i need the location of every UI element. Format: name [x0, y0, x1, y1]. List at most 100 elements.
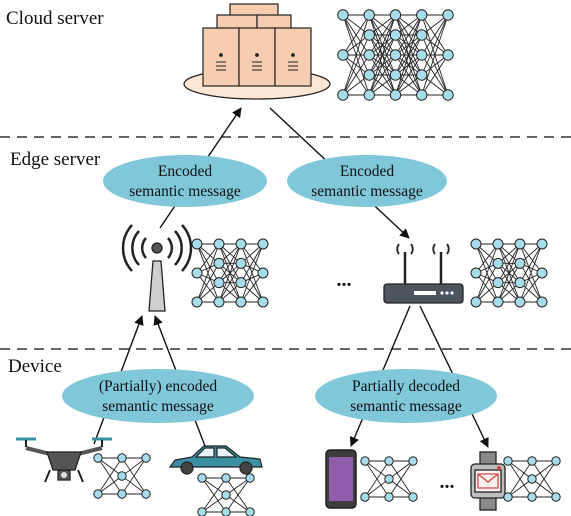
device-ellipsis: ...	[440, 471, 455, 493]
nn-edge	[218, 243, 242, 303]
nn-node	[363, 69, 375, 81]
nn-node	[416, 69, 428, 81]
nn-edge	[519, 243, 543, 283]
cloud-server-icon	[183, 3, 331, 100]
nn-node	[416, 9, 428, 21]
nn-node	[551, 456, 561, 466]
edge-ellipsis: ...	[337, 269, 352, 291]
nn-node	[363, 29, 375, 41]
bubble-device-up-line1: (Partially) encoded	[99, 378, 218, 395]
nn-edge	[342, 54, 370, 96]
nn-node	[235, 257, 247, 269]
bubble-edge-down-line1: Encoded	[340, 163, 394, 180]
nn-edge	[201, 477, 227, 513]
nn-edge	[342, 34, 370, 96]
car-neural-network-icon	[197, 473, 255, 516]
nn-node	[470, 296, 482, 308]
nn-edge	[121, 457, 147, 477]
nn-node	[117, 471, 127, 481]
nn-edge	[201, 494, 227, 513]
bubble-edge-down: Encoded semantic message	[287, 155, 447, 207]
nn-node	[93, 453, 103, 463]
nn-edge	[395, 54, 423, 96]
nn-node	[363, 49, 375, 61]
nn-edge	[368, 14, 396, 56]
nn-node	[235, 296, 247, 308]
nn-edge	[97, 475, 123, 495]
nn-node	[213, 277, 225, 289]
nn-node	[384, 492, 394, 502]
router-icon	[383, 243, 464, 304]
nn-edge	[519, 243, 543, 303]
nn-edge	[196, 263, 220, 303]
nn-edge	[475, 272, 499, 303]
nn-node	[197, 473, 207, 483]
nn-edge	[388, 478, 414, 498]
nn-node	[503, 492, 513, 502]
phone-neural-network-icon	[360, 456, 418, 502]
nn-edge	[368, 14, 396, 76]
nn-node	[536, 238, 548, 250]
tier-label-edge: Edge server	[10, 149, 101, 170]
nn-edge	[97, 457, 123, 477]
nn-node	[389, 89, 402, 101]
nn-node	[527, 474, 537, 484]
nn-edge	[497, 263, 521, 303]
nn-edge	[475, 243, 499, 283]
nn-node	[141, 453, 151, 463]
nn-node	[363, 89, 375, 101]
nn-edge	[497, 243, 521, 303]
nn-edge	[388, 460, 414, 480]
nn-node	[257, 296, 269, 308]
nn-edge	[218, 243, 242, 283]
nn-node	[245, 507, 255, 516]
nn-node	[389, 29, 402, 41]
nn-node	[337, 49, 349, 61]
nn-node	[492, 257, 504, 269]
nn-edge	[421, 14, 449, 76]
nn-edge	[240, 272, 264, 303]
nn-edge	[519, 272, 543, 303]
nn-node	[93, 489, 103, 499]
nn-node	[503, 456, 513, 466]
bubble-device-up-line2: semantic message	[102, 398, 214, 415]
nn-node	[191, 238, 203, 250]
nn-edge	[395, 14, 423, 76]
nn-node	[389, 49, 402, 61]
nn-node	[191, 296, 203, 308]
nn-edge	[475, 243, 499, 274]
watch-neural-network-icon	[503, 456, 561, 502]
nn-edge	[121, 475, 147, 495]
nn-edge	[531, 460, 557, 480]
nn-edge	[395, 14, 423, 56]
nn-edge	[97, 457, 123, 495]
nn-node	[470, 238, 482, 250]
nn-edge	[201, 477, 227, 496]
nn-node	[470, 267, 482, 279]
nn-edge	[497, 243, 521, 283]
bubble-edge-up-line2: semantic message	[129, 183, 241, 200]
nn-node	[235, 238, 247, 250]
nn-edge	[342, 14, 370, 96]
nn-node	[337, 9, 349, 21]
nn-edge	[421, 14, 449, 96]
nn-edge	[507, 460, 533, 480]
nn-node	[551, 492, 561, 502]
nn-node	[257, 238, 269, 250]
nn-node	[257, 267, 269, 279]
nn-node	[416, 89, 428, 101]
nn-node	[492, 296, 504, 308]
edge-neural-network-icon-left	[191, 238, 269, 308]
nn-edge	[196, 243, 220, 303]
nn-edge	[421, 54, 449, 96]
nn-edge	[121, 457, 147, 495]
nn-node	[514, 277, 526, 289]
drone-icon	[16, 437, 112, 483]
nn-node	[492, 277, 504, 289]
nn-edge	[196, 243, 220, 274]
nn-node	[337, 89, 349, 101]
nn-edge	[364, 478, 390, 498]
nn-edge	[421, 14, 449, 56]
